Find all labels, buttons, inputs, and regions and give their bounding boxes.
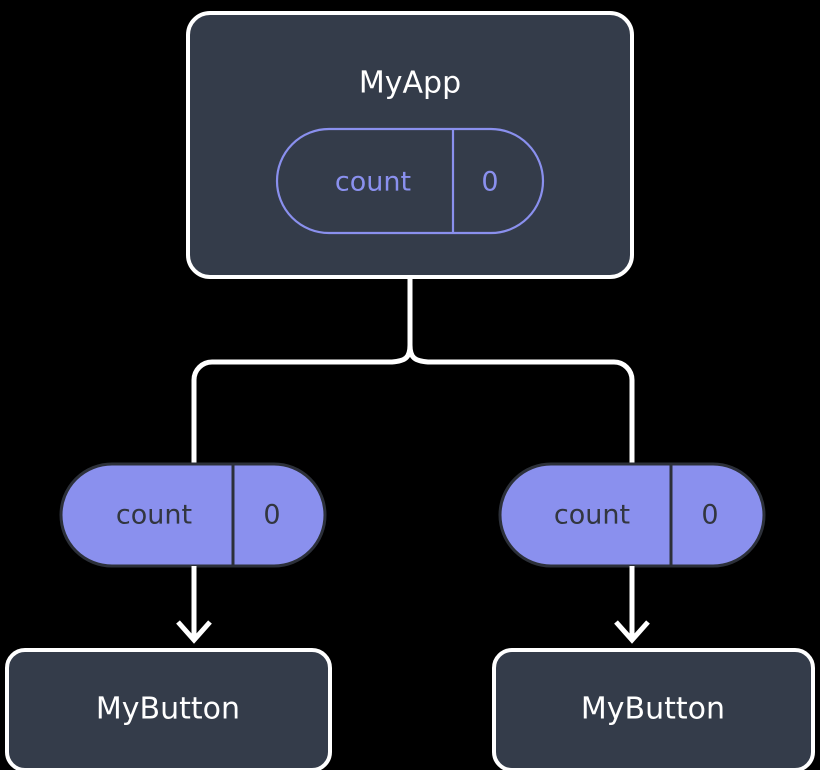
mybutton-right-card-background xyxy=(492,648,815,770)
arrow-group xyxy=(176,566,650,644)
arrow-left-head-icon xyxy=(176,620,212,644)
branch-right-pill-value: 0 xyxy=(701,500,718,531)
node-mybutton-left[interactable]: MyButton xyxy=(5,648,332,770)
node-myapp[interactable]: MyApp count 0 xyxy=(186,11,634,279)
myapp-card-background xyxy=(186,11,634,279)
branch-right-pill[interactable]: count 0 xyxy=(498,462,766,568)
mybutton-left-card-background xyxy=(5,648,332,770)
myapp-state-key: count xyxy=(335,167,411,198)
myapp-label: MyApp xyxy=(359,66,461,101)
branch-left-pill-background xyxy=(59,462,327,568)
edge-root-to-branch-right xyxy=(407,344,635,470)
branch-left-pill-value: 0 xyxy=(263,500,280,531)
branch-left-pill[interactable]: count 0 xyxy=(59,462,327,568)
arrow-right-head-icon xyxy=(614,620,650,644)
edge-root-to-branch-left xyxy=(191,344,413,470)
branch-right-pill-key: count xyxy=(554,500,630,531)
branch-left-pill-key: count xyxy=(116,500,192,531)
mybutton-right-label: MyButton xyxy=(581,692,725,727)
node-mybutton-right[interactable]: MyButton xyxy=(492,648,815,770)
branch-right-pill-background xyxy=(498,462,766,568)
myapp-state-value: 0 xyxy=(481,167,498,198)
mybutton-left-label: MyButton xyxy=(96,692,240,727)
edge-group xyxy=(191,277,635,470)
myapp-state-pill-outline xyxy=(275,127,545,235)
myapp-state-pill[interactable]: count 0 xyxy=(275,127,545,235)
